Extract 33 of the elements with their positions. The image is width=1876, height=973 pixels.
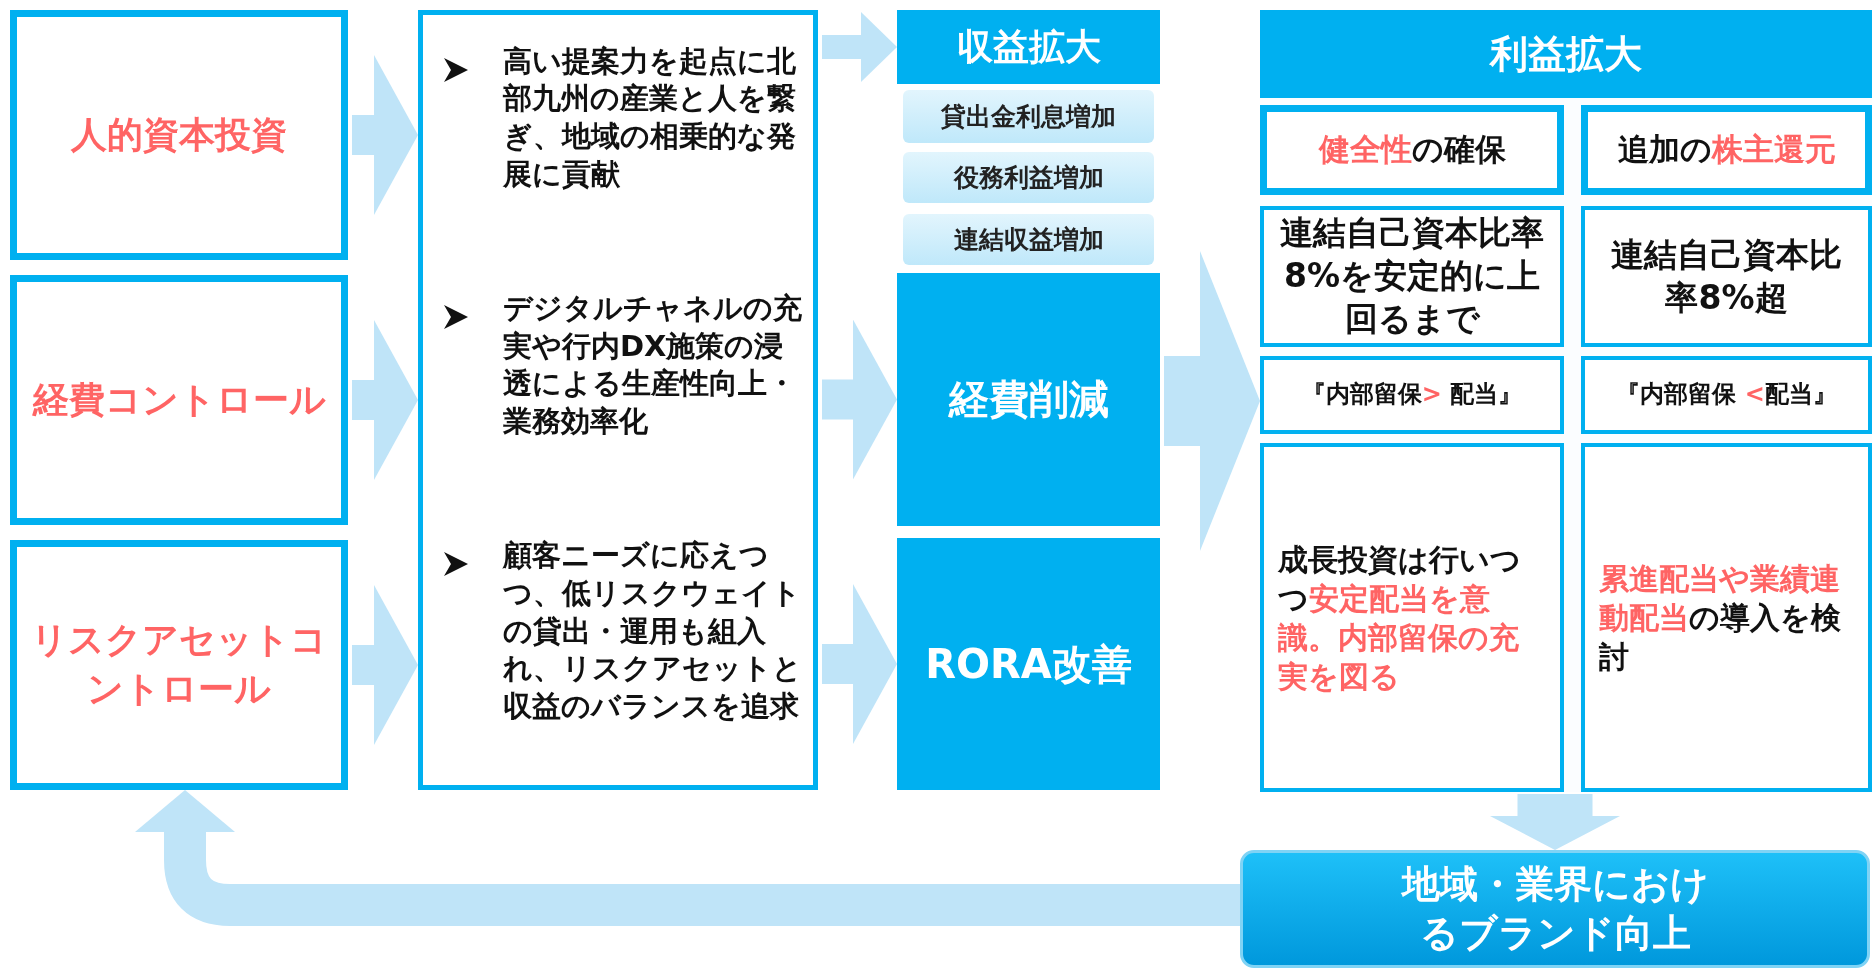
result-box: 経費削減 <box>897 273 1160 526</box>
arrow <box>352 55 418 215</box>
arrow <box>822 584 897 744</box>
label-box: リスクアセットコントロール <box>10 540 348 790</box>
bullet-text: 高い提案力を起点に北部九州の産業と人を繋ぎ、地域の相乗的な発展に貢献 <box>503 42 797 193</box>
arrow <box>822 319 897 480</box>
label-box: 人的資本投資 <box>10 10 348 260</box>
arrow <box>1490 794 1620 850</box>
label-box: 追加の株主還元 <box>1581 105 1872 195</box>
header-band: 利益拡大 <box>1260 10 1872 98</box>
text-box: 累進配当や業績連動配当の導入を検討 <box>1581 443 1872 792</box>
item-box: 役務利益増加 <box>903 152 1154 203</box>
text-box: 成長投資は行いつつ安定配当を意識。内部留保の充実を図る <box>1260 443 1564 792</box>
banner-box: 地域・業界におけるブランド向上 <box>1240 850 1870 968</box>
arrow <box>822 12 897 82</box>
arrow <box>352 585 418 745</box>
text-box: 『内部留保> 配当』 <box>1260 356 1564 434</box>
text-box: 連結自己資本比率8%超 <box>1581 206 1872 347</box>
bullet-text: 顧客ニーズに応えつつ、低リスクウェイトの貸出・運用も組入れ、リスクアセットと収益のバランスを追求 <box>503 537 803 726</box>
text-panel <box>418 10 818 790</box>
label-box: 経費コントロール <box>10 275 348 525</box>
text-box: 『内部留保 <配当』 <box>1581 356 1872 434</box>
header-box: 収益拡大 <box>897 10 1160 84</box>
label-box: 健全性の確保 <box>1260 105 1564 195</box>
item-box: 連結収益増加 <box>903 214 1154 265</box>
arrow <box>1164 251 1260 551</box>
text-box: 連結自己資本比率8%を安定的に上回るまで <box>1260 206 1564 347</box>
arrow <box>352 320 418 480</box>
item-box: 貸出金利息増加 <box>903 90 1154 143</box>
profit-panel <box>1260 10 1872 792</box>
arrow <box>135 790 1240 926</box>
bullet-text: デジタルチャネルの充実や行内DX施策の浸透による生産性向上・業務効率化 <box>503 290 803 441</box>
result-box: RORA改善 <box>897 538 1160 790</box>
